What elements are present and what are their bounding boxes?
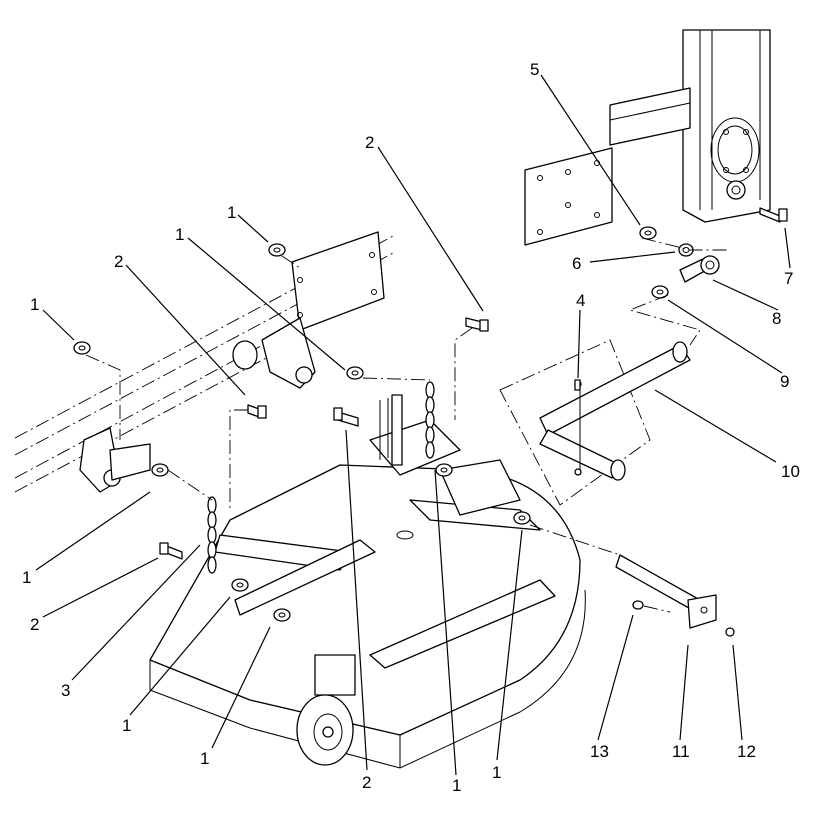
callout-1: 1 bbox=[175, 225, 184, 244]
bolt-icon bbox=[159, 207, 788, 560]
callout-12: 12 bbox=[737, 742, 756, 761]
assembly-lines bbox=[85, 237, 730, 613]
callout-8: 8 bbox=[772, 309, 781, 328]
callout-5: 5 bbox=[530, 60, 539, 79]
callout-2: 2 bbox=[362, 773, 371, 792]
ball-joint-icon bbox=[679, 255, 720, 283]
pivot-shaft-assembly bbox=[499, 339, 691, 506]
callout-9: 9 bbox=[780, 372, 789, 391]
callout-4: 4 bbox=[576, 291, 585, 310]
callout-2: 2 bbox=[114, 252, 123, 271]
chain-icon bbox=[207, 381, 435, 574]
rod-assembly bbox=[615, 554, 735, 637]
callout-10: 10 bbox=[781, 462, 800, 481]
callout-1: 1 bbox=[200, 749, 209, 768]
leader-lines bbox=[35, 74, 791, 776]
callout-1: 1 bbox=[452, 776, 461, 795]
caster-wheel-icon bbox=[296, 654, 356, 766]
callout-3: 3 bbox=[61, 681, 70, 700]
callout-1: 1 bbox=[492, 763, 501, 782]
callout-1: 1 bbox=[122, 716, 131, 735]
callout-2: 2 bbox=[30, 615, 39, 634]
callout-6: 6 bbox=[572, 254, 581, 273]
callout-2: 2 bbox=[365, 133, 374, 152]
callout-1: 1 bbox=[30, 295, 39, 314]
callout-11: 11 bbox=[672, 742, 690, 761]
hitch-frame-rails bbox=[14, 231, 396, 493]
callout-1: 1 bbox=[22, 568, 31, 587]
callout-7: 7 bbox=[784, 269, 793, 288]
hex-nut-icon bbox=[73, 226, 669, 622]
callout-1: 1 bbox=[227, 203, 236, 222]
callout-labels: 1 1 1 2 2 5 6 7 8 4 9 10 1 2 3 1 1 2 1 1… bbox=[22, 60, 800, 795]
mower-deck bbox=[149, 394, 586, 769]
callout-13: 13 bbox=[590, 742, 609, 761]
fasteners bbox=[73, 207, 788, 622]
tractor-frame bbox=[524, 29, 771, 246]
